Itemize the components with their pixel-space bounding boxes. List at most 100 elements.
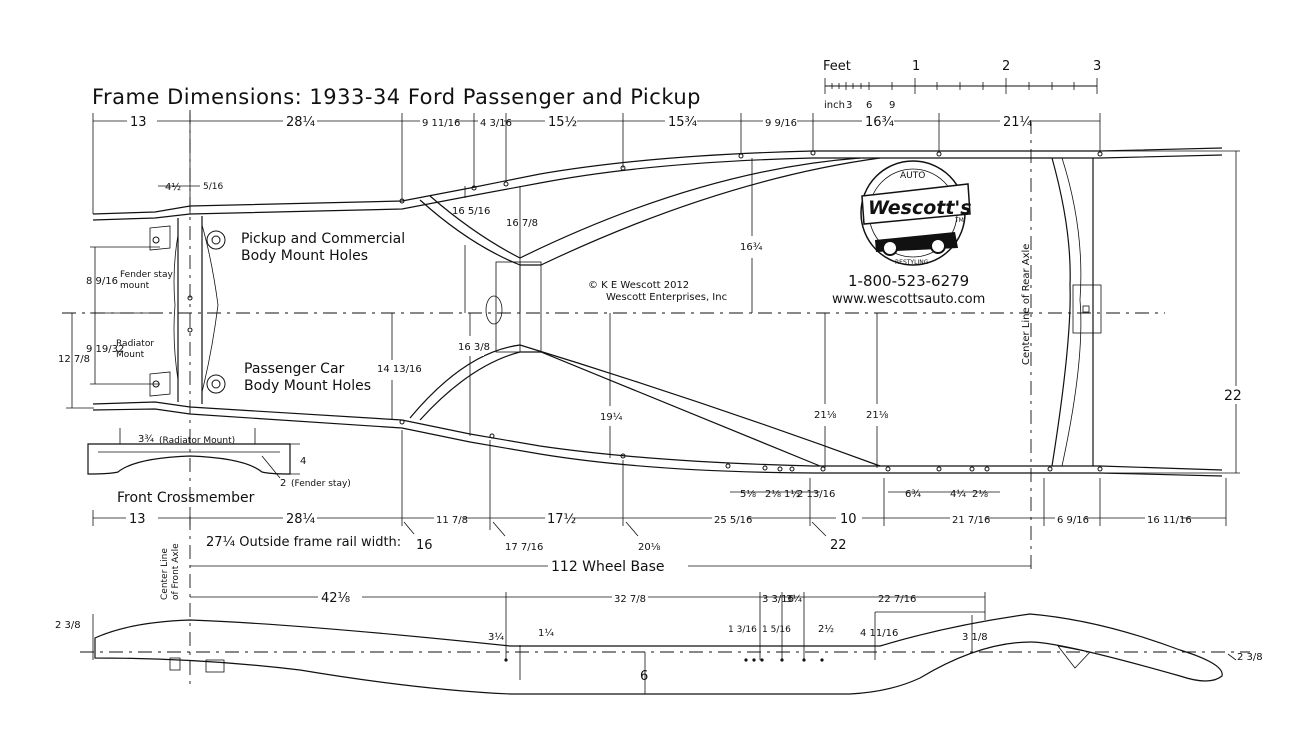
dim-side-1-3-16: 1 3/16 — [728, 625, 757, 635]
dim-side-42: 42⅛ — [321, 591, 351, 606]
outside-width-label: 27¼ Outside frame rail width: — [206, 535, 401, 550]
front-axle-label-1: Center Line — [160, 548, 170, 600]
phone-number: 1-800-523-6279 — [848, 272, 969, 290]
frame-side-view: 42⅛ 32 7/8 3 3/16 3¼ 22 7/16 2 3/8 3¼ 1¼… — [55, 588, 1263, 695]
bottom-dimension-row: 13 28¼ 11 7/8 17½ 25 5/16 10 21 7/16 6 9… — [92, 430, 1227, 553]
dim-side-1-5-16: 1 5/16 — [762, 625, 791, 635]
pickup-mount-line2: Body Mount Holes — [241, 248, 368, 264]
dim-5-1-8: 5⅛ — [740, 489, 756, 500]
dim-12-7-8: 12 7/8 — [58, 354, 90, 365]
dim-16-5-16: 16 5/16 — [452, 206, 490, 217]
dim-5-16: 5/16 — [203, 182, 223, 192]
dim-2-1-8-b: 2⅛ — [972, 489, 988, 500]
scale-feet-label: Feet — [823, 59, 851, 74]
dim-side-3-1-4: 3¼ — [786, 593, 802, 605]
wescotts-logo: AUTO Wescott's TM RESTYLING — [860, 160, 972, 266]
fender-stay-mount-1: Fender stay — [120, 270, 173, 280]
dim-9-19-32: 9 19/32 — [86, 344, 124, 355]
dim-top-9-9-16: 9 9/16 — [765, 118, 797, 129]
front-axle-label-2: of Front Axle — [171, 543, 181, 600]
website: www.wescottsauto.com — [832, 292, 985, 307]
scale-inch-3: 3 — [846, 100, 852, 111]
dim-bot-17-7-16: 17 7/16 — [505, 542, 543, 553]
dim-2-13-16: 2 13/16 — [797, 489, 835, 500]
radiator-mount-2: Mount — [116, 350, 145, 360]
dim-top-4-3-16: 4 3/16 — [480, 118, 512, 129]
drawing-title: Frame Dimensions: 1933-34 Ford Passenger… — [92, 85, 701, 109]
dim-side-4-11-16: 4 11/16 — [860, 628, 898, 639]
dim-4-1-4: 4¼ — [950, 488, 966, 500]
scale-tick-3: 3 — [1093, 59, 1101, 74]
dim-19-1-4: 19¼ — [600, 411, 623, 423]
dim-top-15-half: 15½ — [548, 115, 577, 130]
passenger-mount-line1: Passenger Car — [244, 361, 345, 377]
dim-21-1-8-b: 21⅛ — [866, 410, 889, 421]
dim-side-1-1-4: 1¼ — [538, 627, 554, 639]
dim-top-15-3-4: 15¾ — [668, 115, 698, 130]
passenger-mount-line2: Body Mount Holes — [244, 378, 371, 394]
dim-bot-28: 28¼ — [286, 512, 316, 527]
dim-4-crossmember: 4 — [300, 456, 306, 467]
rear-axle-label: Center Line of Rear Axle — [1021, 244, 1032, 365]
dim-top-21-1-4: 21¼ — [1003, 115, 1033, 130]
dim-bot-21-7-16: 21 7/16 — [952, 515, 990, 526]
dim-21-1-8-a: 21⅛ — [814, 410, 837, 421]
scale-tick-1: 1 — [912, 59, 920, 74]
dim-6-3-4: 6¾ — [905, 489, 921, 500]
dim-bot-22: 22 — [830, 538, 847, 553]
dim-bot-20-1-8: 20⅛ — [638, 542, 661, 553]
dim-16-3-4: 16¾ — [740, 242, 763, 253]
copyright-line2: Wescott Enterprises, Inc — [606, 292, 727, 303]
dim-side-3-1-4-b: 3¼ — [488, 631, 504, 643]
dim-bot-11-7-8: 11 7/8 — [436, 515, 468, 526]
dim-side-3-3-16: 3 3/16 — [762, 594, 794, 605]
front-crossmember-label: Front Crossmember — [117, 490, 255, 506]
dim-side-22-7-16: 22 7/16 — [878, 594, 916, 605]
dim-top-13: 13 — [130, 115, 147, 130]
logo-tm: TM — [954, 217, 964, 224]
dim-side-2-3-8-rear: 2 3/8 — [1237, 652, 1263, 663]
dim-side-3-1-8: 3 1/8 — [962, 632, 988, 643]
dim-bot-6-9-16: 6 9/16 — [1057, 515, 1089, 526]
dim-bot-17-half: 17½ — [547, 512, 576, 527]
top-dimension-row: 13 28¼ 9 11/16 4 3/16 15½ 15¾ 9 9/16 16¾… — [92, 110, 1101, 214]
dim-top-9-11-16: 9 11/16 — [422, 118, 460, 129]
dim-bot-25-5-16: 25 5/16 — [714, 515, 752, 526]
dim-4-half: 4½ — [165, 181, 181, 193]
dim-bot-16: 16 — [416, 538, 433, 553]
dim-3-3-4: 3¾ — [138, 434, 154, 445]
dim-side-2-half: 2½ — [818, 623, 834, 635]
scale-inch-6: 6 — [866, 100, 872, 111]
dim-bot-16-11-16: 16 11/16 — [1147, 515, 1192, 526]
dim-top-28: 28¼ — [286, 115, 316, 130]
logo-top-text: AUTO — [900, 171, 925, 181]
dim-2-1-8-a: 2⅛ — [765, 489, 781, 500]
scale-tick-2: 2 — [1002, 59, 1010, 74]
dim-16-7-8: 16 7/8 — [506, 218, 538, 229]
dim-side-2-3-8-front: 2 3/8 — [55, 620, 81, 631]
dim-side-32-7-8: 32 7/8 — [614, 594, 646, 605]
dim-side-6: 6 — [640, 669, 648, 684]
frame-top-view — [92, 147, 1223, 477]
dim-1-half: 1½ — [784, 488, 800, 500]
fender-stay-label: (Fender stay) — [291, 479, 351, 489]
logo-name: Wescott's — [868, 197, 972, 219]
dim-16-3-8: 16 3/8 — [458, 342, 490, 353]
pickup-mount-line1: Pickup and Commercial — [241, 231, 405, 247]
radiator-mount-label: (Radiator Mount) — [159, 436, 235, 446]
scale-inch-label: inch — [824, 100, 845, 111]
fender-stay-mount-2: mount — [120, 281, 150, 291]
dim-14-13-16: 14 13/16 — [377, 364, 422, 375]
scale-bar: Feet 1 2 3 inch 3 6 9 — [823, 59, 1101, 111]
interior-dims: 16 5/16 16 7/8 16¾ 16 3/8 14 13/16 19¼ 2… — [376, 150, 1248, 474]
wheel-base-label: 112 Wheel Base — [551, 559, 665, 575]
logo-bottom-text: RESTYLING — [895, 259, 929, 266]
copyright-line1: © K E Wescott 2012 — [588, 280, 689, 291]
dim-2-fender: 2 — [280, 478, 286, 489]
left-side-dims: 8 9/16 Fender stay mount 9 19/32 Radiato… — [58, 246, 173, 409]
front-crossmember-detail: 3¾ (Radiator Mount) 4 2 (Fender stay) Fr… — [87, 428, 351, 506]
dim-top-16-3-4: 16¾ — [865, 115, 895, 130]
scale-inch-9: 9 — [889, 100, 895, 111]
dim-bot-13: 13 — [129, 512, 146, 527]
